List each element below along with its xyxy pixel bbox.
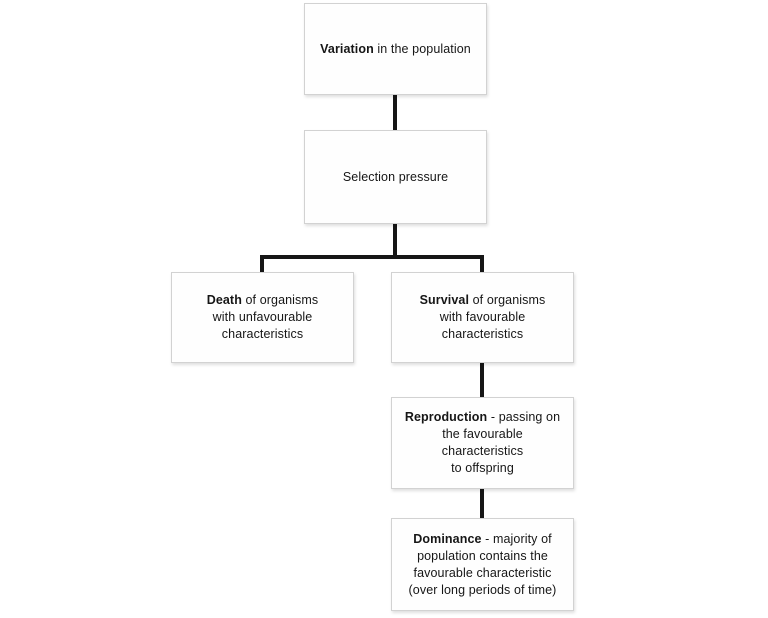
reproduction-node[interactable]: Reproduction - passing on the favourable… bbox=[391, 397, 574, 489]
connector-branch-left-drop bbox=[260, 255, 264, 274]
death-node-label: Death of organisms with unfavourable cha… bbox=[199, 292, 327, 343]
selection-pressure-node-text: Selection pressure bbox=[342, 169, 449, 184]
dominance-node-label: Dominance - majority of population conta… bbox=[401, 531, 565, 599]
variation-node-keyword: Variation bbox=[320, 41, 374, 56]
dominance-node-keyword: Dominance bbox=[413, 531, 482, 546]
reproduction-node-text: - passing on the favourable characterist… bbox=[441, 410, 561, 475]
connector-reproduction-to-dominance bbox=[480, 489, 484, 519]
selection-pressure-node[interactable]: Selection pressure bbox=[304, 130, 487, 224]
reproduction-node-keyword: Reproduction bbox=[404, 410, 488, 424]
connector-branch-right-drop bbox=[480, 255, 484, 274]
dominance-node-text: - majority of population contains the fa… bbox=[408, 531, 557, 597]
connector-variation-to-selection bbox=[393, 95, 397, 131]
variation-node-label: Variation in the population bbox=[312, 41, 479, 58]
connector-selection-stem bbox=[393, 224, 397, 259]
death-node[interactable]: Death of organisms with unfavourable cha… bbox=[171, 272, 354, 363]
dominance-node[interactable]: Dominance - majority of population conta… bbox=[391, 518, 574, 611]
survival-node-label: Survival of organisms with favourable ch… bbox=[412, 292, 554, 343]
survival-node-keyword: Survival bbox=[419, 293, 470, 307]
survival-node-text: of organisms with favourable characteris… bbox=[439, 293, 546, 341]
variation-node[interactable]: Variation in the population bbox=[304, 3, 487, 95]
survival-node[interactable]: Survival of organisms with favourable ch… bbox=[391, 272, 574, 363]
selection-pressure-node-label: Selection pressure bbox=[335, 169, 456, 186]
death-node-keyword: Death bbox=[206, 293, 242, 307]
connector-branch-horizontal bbox=[260, 255, 484, 259]
connector-survival-to-reproduction bbox=[480, 363, 484, 398]
reproduction-node-label: Reproduction - passing on the favourable… bbox=[392, 409, 573, 477]
death-node-text: of organisms with unfavourable character… bbox=[212, 293, 319, 341]
variation-node-text: in the population bbox=[373, 41, 471, 56]
